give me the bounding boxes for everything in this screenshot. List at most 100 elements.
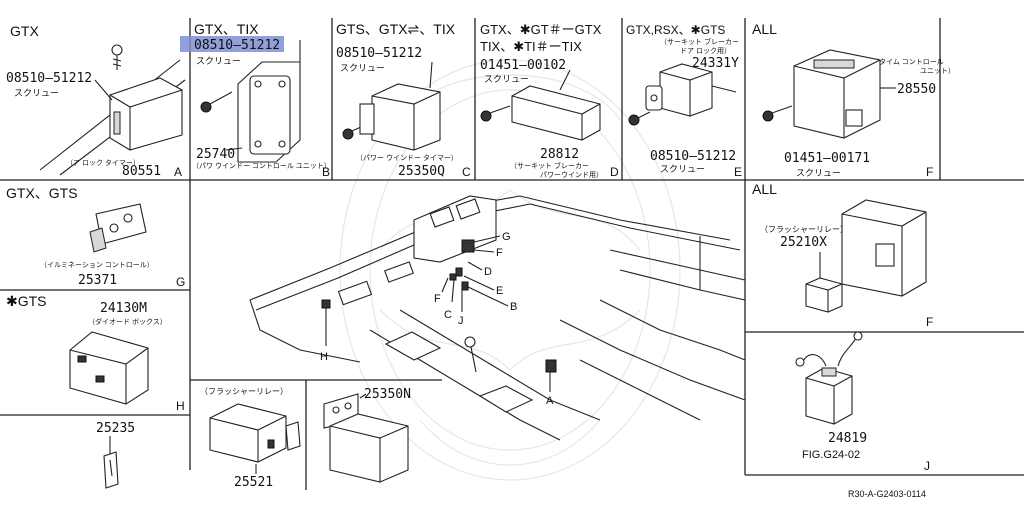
panel-letter: D: [610, 165, 619, 179]
circuit-breaker-icon[interactable]: [511, 69, 601, 141]
unit-number: 25350Q: [398, 164, 445, 179]
panel-g: GTX、GTS （イルミネーション コントロール） 25371 G: [6, 185, 185, 289]
unit-number: 28812: [540, 147, 579, 162]
header-note-2: ドア ロック用）: [680, 47, 731, 55]
unit-number: 28550: [897, 82, 936, 97]
panel-letter: J: [924, 459, 930, 473]
unit-note-2: パワーウインド用）: [540, 171, 603, 179]
callout-h[interactable]: H: [320, 351, 328, 363]
part-number: 01451–00171: [784, 151, 870, 166]
bracket-icon[interactable]: [841, 199, 927, 297]
screw-icon[interactable]: [200, 91, 233, 113]
part-note: スクリュー: [14, 88, 59, 98]
panel-letter: C: [462, 165, 471, 179]
panel-a-header: GTX: [10, 23, 39, 39]
panel-j: 24819 FIG.G24-02 J: [795, 331, 930, 473]
panel-f-header: ALL: [752, 21, 777, 37]
unit-number: 80551: [122, 164, 161, 179]
screw-icon[interactable]: [628, 111, 651, 126]
unit-number: 25521: [234, 475, 273, 490]
relay-icon[interactable]: [109, 77, 183, 151]
buzzer-icon[interactable]: [795, 331, 863, 425]
part-number: 08510–51212: [650, 149, 736, 164]
circuit-breaker-icon[interactable]: [645, 63, 737, 117]
part-note: スクリュー: [796, 168, 841, 178]
highlight-box: [180, 36, 284, 52]
screw-icon[interactable]: [480, 105, 511, 122]
panel-letter: H: [176, 399, 185, 413]
callout-f[interactable]: F: [496, 247, 503, 259]
panel-grid: [0, 18, 1024, 490]
unit-note: （ダイオード ボックス）: [88, 317, 167, 326]
relay-icon[interactable]: [209, 403, 301, 463]
part-note: スクリュー: [196, 56, 241, 66]
unit-number: 24819: [828, 431, 867, 446]
unit-number: 25350N: [364, 387, 411, 402]
unit-number: 24130M: [100, 301, 147, 316]
panel-b-header: GTX、TIX: [194, 21, 259, 37]
switch-icon[interactable]: [89, 203, 147, 253]
panel-d: GTX、✱GT＃ーGTX TIX、✱TI＃ーTIX 01451–00102 スク…: [480, 22, 619, 179]
unit-note: （ア ロック タイマー）: [66, 158, 140, 167]
part-note: スクリュー: [660, 164, 705, 174]
diagram-code: R30-A-G2403-0114: [848, 489, 926, 499]
panel-e-header: GTX,RSX、✱GTS: [626, 23, 725, 37]
callout-a[interactable]: A: [546, 395, 554, 407]
panel-25235: 25235: [96, 421, 135, 489]
panel-letter: F: [926, 165, 933, 179]
panel-b: GTX、TIX 08510–51212 スクリュー 25740 （パワ ウインド…: [180, 21, 331, 179]
panel-f-mid: ALL （フラッシャーリレー） 25210X F: [752, 181, 933, 329]
unit-note-1: （タイム コントロール: [872, 57, 944, 66]
resistor-icon[interactable]: [103, 451, 119, 489]
figure-reference: FIG.G24-02: [802, 449, 860, 461]
part-note: スクリュー: [484, 74, 529, 84]
control-unit-icon[interactable]: [793, 49, 881, 139]
panel-letter: F: [926, 315, 933, 329]
leader-line: [94, 79, 113, 101]
unit-note-2: ユニット）: [920, 67, 955, 75]
panel-h-header: ✱GTS: [6, 293, 47, 309]
unit-note: （パワ ウインドー コントロール ユニット）: [192, 162, 331, 170]
panel-flasher: （フラッシャーリレー） 25521: [200, 387, 301, 490]
panel-e: GTX,RSX、✱GTS （サーキット ブレーカー ドア ロック用） 24331…: [626, 23, 742, 179]
control-unit-icon[interactable]: [237, 40, 301, 163]
part-number: 08510–51212: [336, 46, 422, 61]
unit-number: 25371: [78, 273, 117, 288]
unit-number: 25235: [96, 421, 135, 436]
callout-c[interactable]: C: [444, 309, 452, 321]
callout-j[interactable]: J: [458, 315, 464, 327]
unit-number: 25210X: [780, 235, 827, 250]
panel-letter: E: [734, 165, 742, 179]
panel-25350n: 25350N: [323, 387, 411, 483]
callout-f-2[interactable]: F: [434, 293, 441, 305]
dashboard-callouts: G F D E B J C F H A: [320, 231, 554, 407]
screw-icon[interactable]: [762, 105, 793, 122]
part-number: 01451–00102: [480, 58, 566, 73]
callout-d[interactable]: D: [484, 266, 492, 278]
panel-c-header: GTS、GTX⇌、TIX: [336, 21, 456, 37]
part-number-highlighted[interactable]: 08510–51212: [194, 38, 280, 53]
callout-e[interactable]: E: [496, 285, 503, 297]
screw-icon[interactable]: [111, 44, 123, 70]
callout-b[interactable]: B: [510, 301, 517, 313]
unit-number: 25740: [196, 147, 235, 162]
part-note: スクリュー: [340, 63, 385, 73]
unit-note: （フラッシャーリレー）: [760, 225, 848, 234]
panel-f-top: ALL （タイム コントロール ユニット） 28550 01451–00171 …: [752, 21, 955, 179]
dashboard-icon: [249, 195, 746, 441]
relay-icon[interactable]: [805, 277, 843, 313]
diode-box-icon[interactable]: [69, 331, 149, 405]
panel-d-header-1: GTX、✱GT＃ーGTX: [480, 22, 602, 37]
watermark-emblem: [339, 59, 681, 481]
part-number: 08510–51212: [6, 71, 92, 86]
unit-note: （フラッシャーリレー）: [200, 387, 288, 396]
unit-number: 24331Y: [692, 56, 739, 71]
unit-note-1: （サーキット ブレーカー: [510, 161, 589, 170]
relay-icon[interactable]: [359, 61, 441, 151]
relay-icon[interactable]: [323, 393, 409, 483]
panel-letter: G: [176, 275, 185, 289]
panel-g-header: GTX、GTS: [6, 185, 78, 201]
unit-note: （イルミネーション コントロール）: [40, 261, 154, 269]
callout-g[interactable]: G: [502, 231, 511, 243]
